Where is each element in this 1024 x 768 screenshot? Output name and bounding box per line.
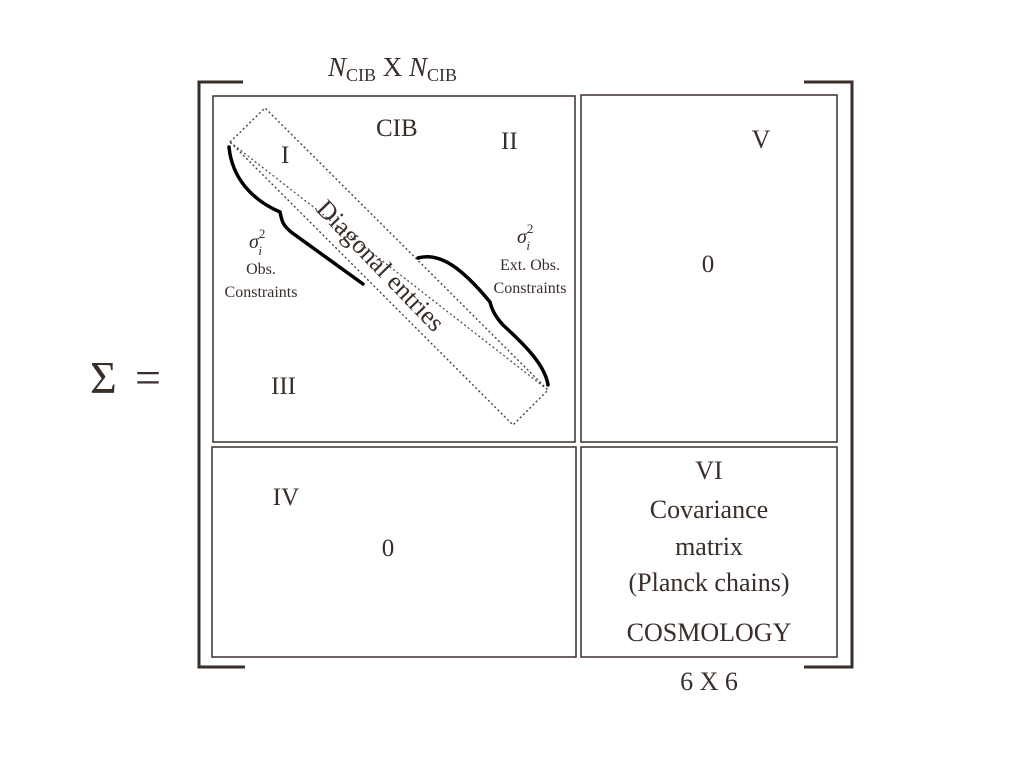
right-sigma-sub: i bbox=[526, 238, 530, 253]
n-symbol-1: N bbox=[327, 52, 348, 82]
left-matrix-bracket bbox=[197, 80, 245, 669]
matrix-label: matrix bbox=[675, 532, 743, 561]
block-iv-zero: 0 bbox=[382, 535, 395, 562]
equals-sign: = bbox=[135, 352, 161, 403]
right-ext-obs-label: Ext. Obs. bbox=[500, 257, 560, 274]
cib-block-box bbox=[212, 95, 576, 443]
right-curly-brace bbox=[416, 255, 550, 387]
right-constraints-label: Constraints bbox=[494, 280, 567, 297]
cib-title: CIB bbox=[376, 115, 418, 142]
region-i-label: I bbox=[281, 142, 289, 169]
v-block-box bbox=[580, 94, 838, 443]
block-iv-label: IV bbox=[273, 484, 299, 511]
left-sigma-symbol: σ bbox=[249, 231, 260, 253]
sigma-symbol: Σ bbox=[90, 352, 117, 403]
cib-subscript-2: CIB bbox=[427, 65, 457, 85]
region-ii-label: II bbox=[501, 128, 518, 155]
right-sigma-symbol: σ bbox=[517, 226, 528, 248]
left-sigma-sup: 2 bbox=[259, 226, 266, 241]
block-v-zero: 0 bbox=[702, 251, 715, 278]
right-sigma-sup: 2 bbox=[527, 221, 534, 236]
left-sigma-sub: i bbox=[258, 243, 262, 258]
diagonal-entries-label: Diagonal entries bbox=[311, 194, 451, 337]
bottom-dimension-label: 6 X 6 bbox=[680, 667, 738, 696]
covariance-label: Covariance bbox=[650, 495, 768, 524]
iv-block-box bbox=[211, 446, 577, 658]
n-symbol-2: N bbox=[408, 52, 429, 82]
diagonal-band bbox=[229, 107, 549, 426]
right-sigma-label: σ2 i bbox=[517, 221, 533, 253]
block-v-label: V bbox=[752, 125, 771, 154]
left-constraints-label: Constraints bbox=[225, 284, 298, 301]
times-symbol: X bbox=[376, 52, 409, 82]
left-curly-brace bbox=[227, 145, 365, 286]
left-obs-label: Obs. bbox=[246, 261, 276, 278]
top-dimension-label: NCIB X NCIB bbox=[327, 52, 457, 85]
cib-subscript-1: CIB bbox=[346, 65, 376, 85]
planck-chains-label: (Planck chains) bbox=[628, 568, 789, 597]
cosmology-label: COSMOLOGY bbox=[627, 618, 792, 647]
right-matrix-bracket bbox=[804, 80, 854, 669]
region-iii-label: III bbox=[271, 373, 296, 400]
block-vi-label: VI bbox=[695, 456, 722, 485]
vi-block-box bbox=[580, 446, 838, 658]
left-sigma-label: σ2 i bbox=[249, 226, 265, 258]
